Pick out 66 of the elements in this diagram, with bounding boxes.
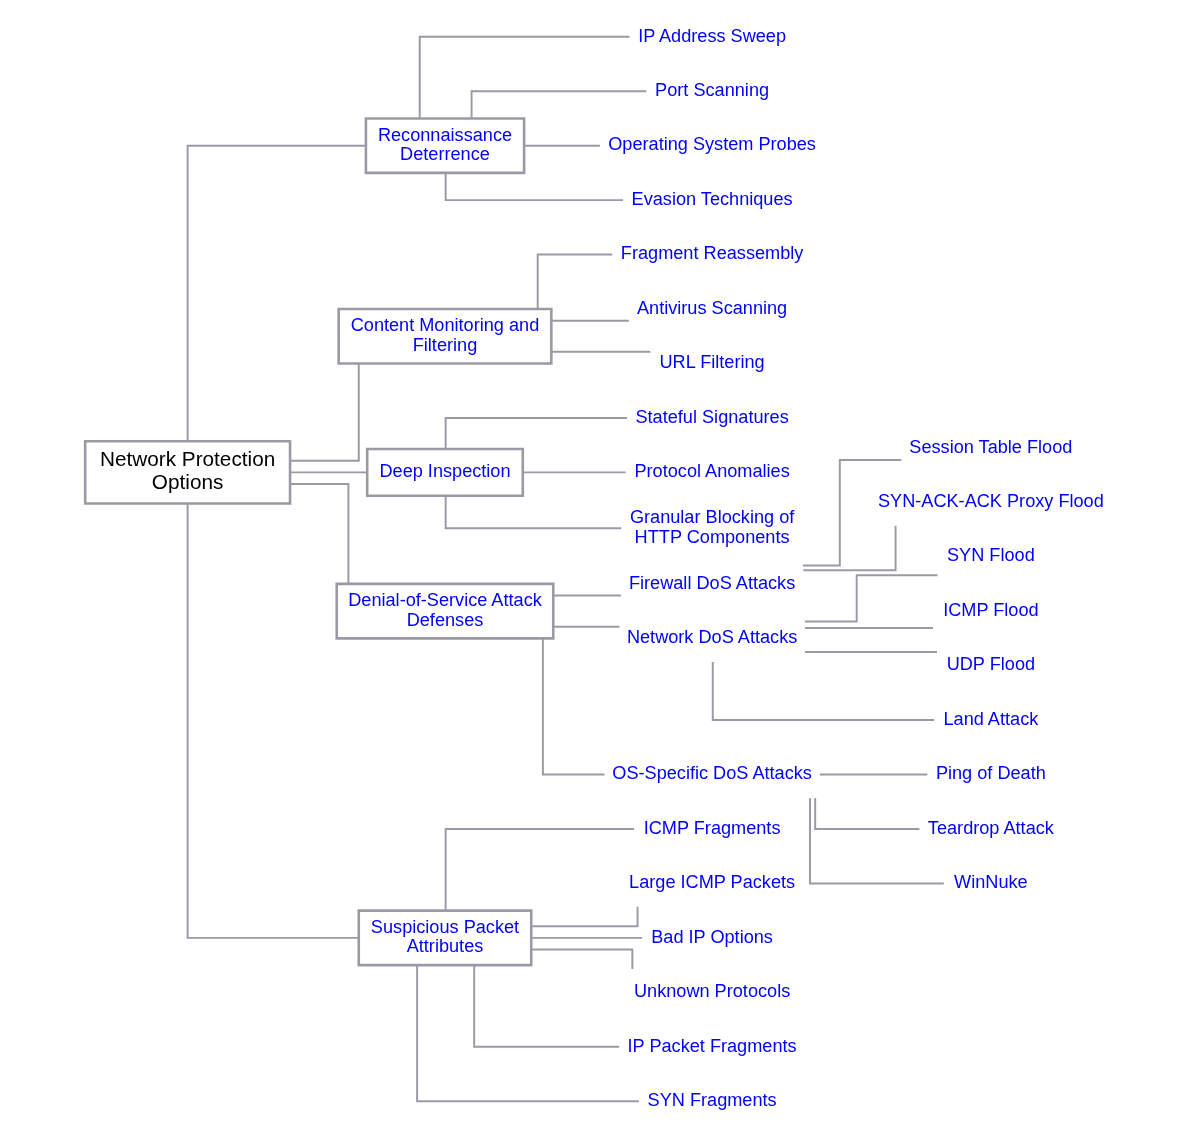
node-text: IP Packet Fragments — [627, 1035, 797, 1056]
node-text: Network DoS Attacks — [626, 627, 797, 648]
connector — [552, 625, 620, 628]
connector — [552, 594, 622, 597]
node-text: Granular Blocking of HTTP Components — [629, 507, 794, 547]
node-text: Large ICMP Packets — [628, 872, 795, 893]
connector — [288, 471, 368, 474]
node-box: Suspicious Packet Attributes — [356, 909, 532, 967]
connector — [711, 661, 935, 722]
connector — [803, 574, 938, 623]
node-text: URL Filtering — [659, 352, 765, 373]
node-text: Antivirus Scanning — [636, 297, 787, 318]
node-text: Bad IP Options — [650, 926, 773, 947]
node-text: SYN Flood — [946, 545, 1035, 566]
node-text: IP Address Sweep — [637, 25, 786, 46]
connector — [444, 416, 628, 450]
connector — [186, 502, 360, 939]
node-text: Unknown Protocols — [633, 981, 790, 1002]
node-box: Denial-of-Service Attack Defenses — [334, 582, 555, 640]
node-text: Firewall DoS Attacks — [628, 572, 795, 593]
node-text: Operating System Probes — [607, 134, 816, 155]
connector — [530, 948, 633, 970]
connector — [186, 144, 367, 443]
connector — [803, 651, 938, 653]
node-text: Ping of Death — [935, 763, 1046, 784]
node-text: Stateful Signatures — [634, 406, 789, 427]
connector — [801, 524, 897, 572]
node-text: Protocol Anomalies — [633, 461, 790, 482]
connector — [418, 35, 630, 120]
connector — [522, 144, 601, 147]
node-text: Session Table Flood — [908, 436, 1072, 457]
connector — [444, 171, 624, 202]
connector — [444, 495, 622, 530]
connector — [444, 828, 635, 912]
node-text: UDP Flood — [946, 654, 1035, 675]
node-text: Fragment Reassembly — [620, 243, 803, 264]
connector — [803, 627, 934, 629]
connector — [288, 483, 349, 585]
connector — [813, 796, 920, 830]
connector — [288, 362, 360, 462]
node-text: Port Scanning — [654, 79, 769, 100]
connector — [529, 936, 643, 939]
node-text: ICMP Flood — [942, 599, 1039, 620]
connector — [549, 319, 630, 322]
connector — [536, 253, 613, 310]
node-text: Evasion Techniques — [631, 188, 793, 209]
node-text: OS-Specific DoS Attacks — [611, 763, 812, 784]
connector — [808, 797, 945, 885]
connector — [801, 459, 902, 567]
node-box: Network Protection Options — [83, 440, 291, 505]
connector — [541, 637, 605, 776]
connector — [415, 964, 640, 1103]
connector — [470, 90, 647, 120]
node-text: WinNuke — [953, 872, 1028, 893]
node-text: Land Attack — [942, 708, 1038, 729]
node-text: SYN-ACK-ACK Proxy Flood — [877, 491, 1104, 512]
connector — [521, 471, 627, 474]
node-text: ICMP Fragments — [643, 817, 780, 838]
node-box: Deep Inspection — [365, 447, 524, 498]
node-box: Content Monitoring and Filtering — [336, 307, 553, 365]
node-text: Teardrop Attack — [927, 817, 1054, 838]
connector — [818, 773, 928, 776]
connector — [549, 350, 651, 353]
connector — [472, 964, 620, 1048]
node-box: Reconnaissance Deterrence — [364, 117, 525, 175]
node-text: SYN Fragments — [647, 1090, 777, 1111]
